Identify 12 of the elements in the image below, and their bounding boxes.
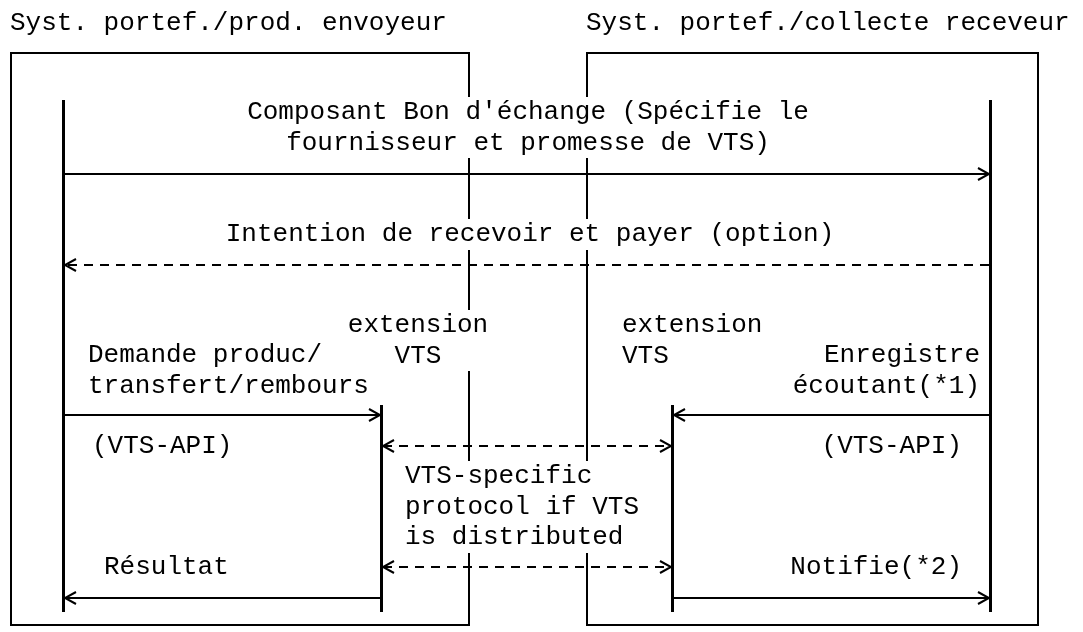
dashed-double-arrow — [382, 560, 672, 574]
dashed-arrow — [64, 258, 990, 272]
dashed-double-arrow — [382, 439, 672, 453]
arrow — [673, 591, 990, 605]
lifeline — [62, 100, 65, 612]
arrow — [673, 408, 990, 422]
lifeline — [671, 405, 674, 612]
arrow — [64, 591, 381, 605]
lifeline — [989, 100, 992, 612]
arrow — [64, 167, 990, 181]
lifeline — [380, 405, 383, 612]
arrow — [64, 408, 381, 422]
